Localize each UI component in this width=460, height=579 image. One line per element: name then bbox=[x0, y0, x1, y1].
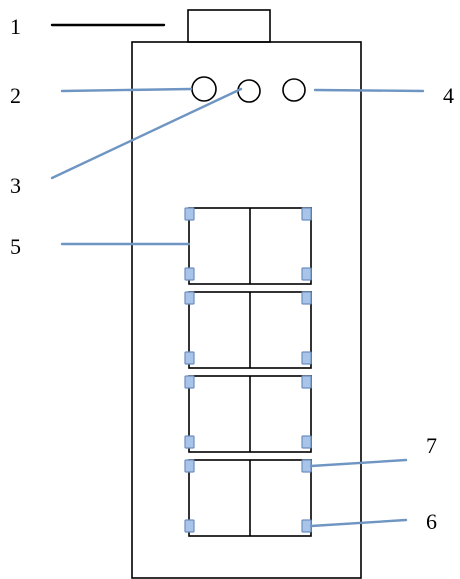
corner-marker bbox=[184, 435, 195, 449]
leader-line-4 bbox=[313, 88, 425, 93]
corner-marker bbox=[301, 435, 312, 449]
top-tab bbox=[187, 9, 271, 43]
leader-lines bbox=[50, 23, 425, 528]
corner-marker bbox=[301, 207, 312, 221]
indicator-circle-middle bbox=[237, 79, 261, 103]
callout-label-1: 1 bbox=[10, 14, 21, 39]
module-2 bbox=[188, 291, 312, 369]
corner-marker bbox=[184, 459, 195, 473]
corner-markers bbox=[184, 207, 312, 533]
indicator-circle-right bbox=[282, 78, 306, 102]
leader-line-6 bbox=[309, 518, 408, 528]
corner-marker bbox=[184, 267, 195, 281]
callout-label-4: 4 bbox=[443, 83, 454, 108]
corner-marker bbox=[301, 351, 312, 365]
leader-line-7 bbox=[309, 458, 408, 468]
module-4 bbox=[188, 459, 312, 537]
leader-line-3 bbox=[50, 87, 243, 180]
corner-marker bbox=[184, 207, 195, 221]
device-body bbox=[131, 41, 362, 579]
corner-marker bbox=[301, 459, 312, 473]
module-3 bbox=[188, 375, 312, 453]
corner-marker bbox=[301, 375, 312, 389]
callout-label-5: 5 bbox=[10, 234, 21, 259]
corner-marker bbox=[184, 351, 195, 365]
corner-marker bbox=[301, 267, 312, 281]
leader-line-2 bbox=[60, 87, 193, 93]
callout-label-6: 6 bbox=[426, 509, 437, 534]
callout-label-2: 2 bbox=[10, 83, 21, 108]
corner-marker bbox=[301, 519, 312, 533]
corner-marker bbox=[184, 291, 195, 305]
module-1 bbox=[188, 207, 312, 285]
module-stack bbox=[188, 207, 312, 537]
indicator-circle-left bbox=[191, 76, 217, 102]
callout-label-3: 3 bbox=[10, 173, 21, 198]
corner-marker bbox=[184, 375, 195, 389]
callout-label-7: 7 bbox=[426, 433, 437, 458]
corner-marker bbox=[184, 519, 195, 533]
corner-marker bbox=[301, 291, 312, 305]
